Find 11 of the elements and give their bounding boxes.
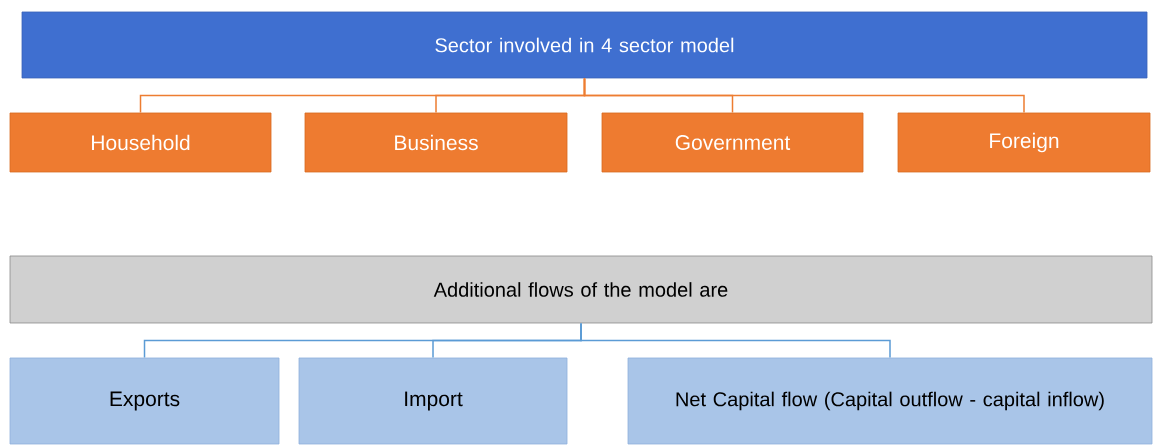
flow-box: Import (298, 357, 568, 445)
category-box: Household (9, 112, 272, 173)
heading-bar: Additional flows of the model are (9, 255, 1153, 324)
connector-line (580, 322, 891, 359)
category-box: Government (601, 112, 864, 173)
flow-box: Exports (9, 357, 280, 445)
category-box: Business (304, 112, 568, 173)
title-bar: Sector involved in 4 sector model (21, 11, 1148, 79)
flow-box: Net Capital flow (Capital outflow - capital inflow) (627, 357, 1153, 445)
connector-line (583, 77, 1025, 114)
category-box: Foreign (897, 112, 1151, 173)
